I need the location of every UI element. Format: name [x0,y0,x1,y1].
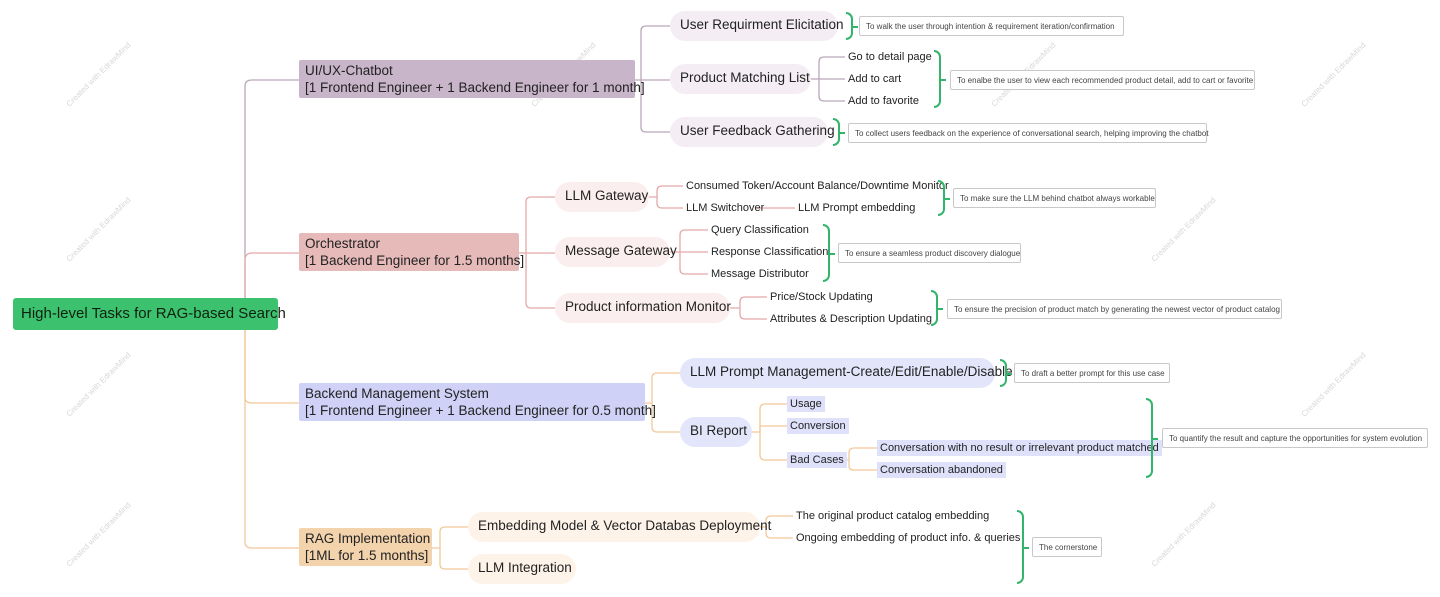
note-requirement: To walk the user through intention & req… [859,16,1124,36]
topic-user-requirement[interactable]: User Requirment Elicitation [670,11,844,41]
brace-bi [1146,398,1158,478]
branch-backend-management[interactable]: Backend Management System [1 Frontend En… [299,383,656,421]
leaf-usage[interactable]: Usage [787,396,825,412]
leaf-prompt-embedding[interactable]: LLM Prompt embedding [798,202,916,214]
branch-title: Backend Management System [305,386,489,401]
brace-matching [934,50,946,108]
brace-feedback [833,118,845,146]
link-root-orchestrator [244,252,299,314]
note-rag: The cornerstone [1032,537,1102,557]
leaf-attributes-description[interactable]: Attributes & Description Updating [770,313,933,325]
leaf-catalog-embedding[interactable]: The original product catalog embedding [796,510,990,522]
leaf-price-stock[interactable]: Price/Stock Updating [770,291,873,303]
link-root-rag [244,314,299,549]
brace-monitor [931,290,943,326]
leaf-add-to-favorite[interactable]: Add to favorite [848,95,919,107]
leaf-detail-page[interactable]: Go to detail page [848,51,932,63]
leaf-conversion[interactable]: Conversion [787,418,849,434]
topic-prompt-management[interactable]: LLM Prompt Management-Create/Edit/Enable… [680,358,1013,388]
brace-gateway [938,180,950,216]
branch-staffing: [1 Backend Engineer for 1.5 months] [305,253,525,268]
topic-bi-report[interactable]: BI Report [680,417,752,447]
brace-requirement [846,12,858,40]
note-message: To ensure a seamless product discovery d… [838,243,1021,263]
note-prompt: To draft a better prompt for this use ca… [1014,363,1170,383]
brace-rag [1017,510,1029,584]
brace-prompt [1000,359,1012,387]
link-root-ui [244,79,299,314]
leaf-bad-cases[interactable]: Bad Cases [787,452,847,468]
topic-llm-gateway[interactable]: LLM Gateway [555,182,649,212]
branch-title: Orchestrator [305,236,381,251]
note-feedback: To collect users feedback on the experie… [848,123,1209,143]
branch-staffing: [1 Frontend Engineer + 1 Backend Enginee… [305,80,645,95]
branch-staffing: [1 Frontend Engineer + 1 Backend Enginee… [305,403,656,418]
note-gateway: To make sure the LLM behind chatbot alwa… [953,188,1156,208]
leaf-token-monitor[interactable]: Consumed Token/Account Balance/Downtime … [686,180,949,192]
leaf-llm-switchover[interactable]: LLM Switchover [686,202,765,214]
topic-embedding-deployment[interactable]: Embedding Model & Vector Databas Deploym… [468,512,771,542]
leaf-no-result[interactable]: Conversation with no result or irrelevan… [877,440,1162,456]
leaf-ongoing-embedding[interactable]: Ongoing embedding of product info. & que… [796,532,1021,544]
topic-message-gateway[interactable]: Message Gateway [555,237,677,267]
leaf-abandoned[interactable]: Conversation abandoned [877,462,1006,478]
leaf-query-classification[interactable]: Query Classification [711,224,809,236]
leaf-response-classification[interactable]: Response Classification [711,246,829,258]
topic-product-monitor[interactable]: Product information Monitor [555,293,731,323]
branch-staffing: [1ML for 1.5 months] [305,548,429,563]
topic-user-feedback[interactable]: User Feedback Gathering [670,117,835,147]
branch-orchestrator[interactable]: Orchestrator [1 Backend Engineer for 1.5… [299,233,525,271]
note-monitor: To ensure the precision of product match… [947,299,1282,319]
branch-ui-chatbot[interactable]: UI/UX-Chatbot [1 Frontend Engineer + 1 B… [299,60,645,98]
branch-title: RAG Implementation [305,531,431,546]
topic-llm-integration[interactable]: LLM Integration [468,554,576,584]
topic-product-matching[interactable]: Product Matching List [670,64,811,94]
root-topic[interactable]: High-level Tasks for RAG-based Search [13,298,286,330]
leaf-message-distributor[interactable]: Message Distributor [711,268,809,280]
brace-message [823,224,835,282]
branch-rag-implementation[interactable]: RAG Implementation [1ML for 1.5 months] [299,528,432,566]
leaf-add-to-cart[interactable]: Add to cart [848,73,902,85]
note-matching: To enalbe the user to view each recommen… [950,70,1255,90]
note-bi: To quantify the result and capture the o… [1162,428,1428,448]
branch-title: UI/UX-Chatbot [305,63,393,78]
